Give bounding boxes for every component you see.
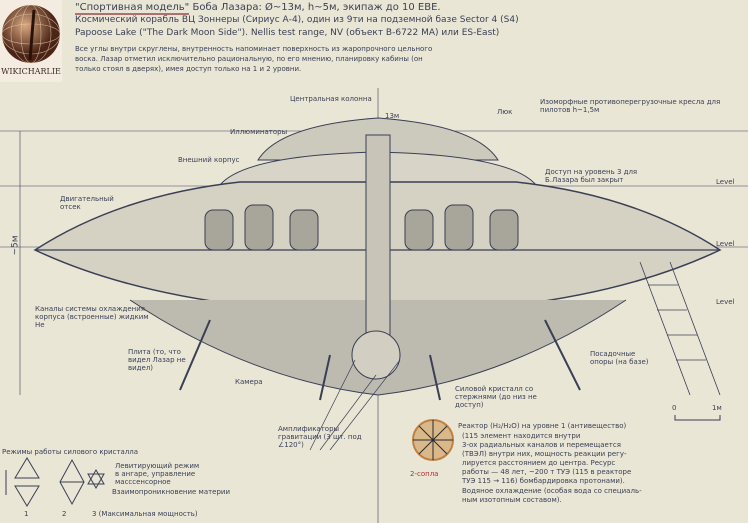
reactor-line: ТУЭ 115 → 116) бомбардировка протонами). <box>462 477 625 485</box>
reactor-line: ным изотопным составом). <box>462 496 562 504</box>
reactor-line: (ТВЭЛ) внутри них, мощность реакции регу… <box>462 450 627 458</box>
label-landing-supports: Посадочные опоры (на базе) <box>590 350 649 366</box>
pilot-seats <box>204 204 519 251</box>
model-title: "Спортивная модель" <box>75 2 190 15</box>
legend-mode-levitation: Левитирующий режим в ангаре, управление … <box>115 462 200 486</box>
ladder <box>639 261 721 396</box>
level-2-label: Level <box>716 240 735 248</box>
globe-icon <box>1 4 61 64</box>
legend-num-1: 1 <box>24 510 29 518</box>
landing-legs <box>179 319 581 401</box>
legend-num-3: 3 (Максимальная мощность) <box>92 510 198 518</box>
scale-0: 0 <box>672 404 677 412</box>
desc-line-2: воска. Лазар отметил исключительно рацио… <box>75 55 423 63</box>
reactor-line: Водяное охлаждение (особая вода со специ… <box>462 487 642 495</box>
label-crystal: Силовой кристалл со стержнями (до низ не… <box>455 385 537 409</box>
reactor-line: Реактор (H₂/H₂O) на уровне 1 (антивещест… <box>458 422 627 430</box>
level-1-label: Level <box>716 298 735 306</box>
legend-title: Режимы работы силового кристалла <box>2 448 139 456</box>
label-plate: Плита (то, что видел Лазар не видел) <box>128 348 186 372</box>
crystal-chamber <box>351 330 401 380</box>
reactor-line: работы — 48 лет, ~200 т ТУЭ (115 в реакт… <box>462 468 632 476</box>
label-amplifiers: Амплификаторы гравитации (3 шт. под ∠120… <box>278 425 362 449</box>
label-outer-hull: Внешний корпус <box>178 156 240 164</box>
label-nozzles: 2-сопла <box>410 470 439 478</box>
legend-mode-interpenetration: Взаимопроникновение материи <box>112 488 231 496</box>
label-channels: Каналы системы охлаждения корпуса (встро… <box>35 305 149 329</box>
reactor-icon <box>412 419 454 461</box>
wikicharlie-logo: WIKICHARLIE <box>0 0 62 82</box>
legend-num-2: 2 <box>62 510 67 518</box>
label-engine: Двигательный отсек <box>60 195 114 211</box>
central-column <box>365 134 391 336</box>
logo-text: WIKICHARLIE <box>1 67 61 76</box>
label-hatch: Люк <box>497 108 513 116</box>
model-specs: Боба Лазара: Ø~13м, h~5м, экипаж до 10 E… <box>192 2 441 13</box>
desc-line-3: только стоял в дверях), имея доступ толь… <box>75 65 302 73</box>
label-access: Доступ на уровень 3 для Б.Лазара был зак… <box>545 168 638 184</box>
scale-bar <box>674 415 721 421</box>
label-central-column: Центральная колонна <box>290 95 372 103</box>
diameter-label: 13м <box>385 112 400 120</box>
header-line-3: Papoose Lake ("The Dark Moon Side"). Nel… <box>75 28 500 38</box>
label-illuminators: Иллюминаторы <box>230 128 288 136</box>
desc-line-1: Все углы внутри скруглены, внутренность … <box>75 45 433 53</box>
reactor-line: (115 элемент находится внутри <box>462 432 581 440</box>
header-line-2: Космический корабль ВЦ Зоннеры (Сириус А… <box>75 15 519 25</box>
scale-1m: 1м <box>712 404 722 412</box>
level-3-label: Level <box>716 178 735 186</box>
label-chamber: Камера <box>235 378 263 386</box>
label-seats: Изоморфные противоперегрузочные кресла д… <box>540 98 721 114</box>
reactor-line: лируется расстоянием до центра. Ресурс <box>462 459 616 467</box>
height-label: ~5м <box>10 235 21 256</box>
reactor-line: 3-ох радиальных каналов и перемещается <box>462 441 621 449</box>
crystal-modes-icons <box>5 457 105 507</box>
